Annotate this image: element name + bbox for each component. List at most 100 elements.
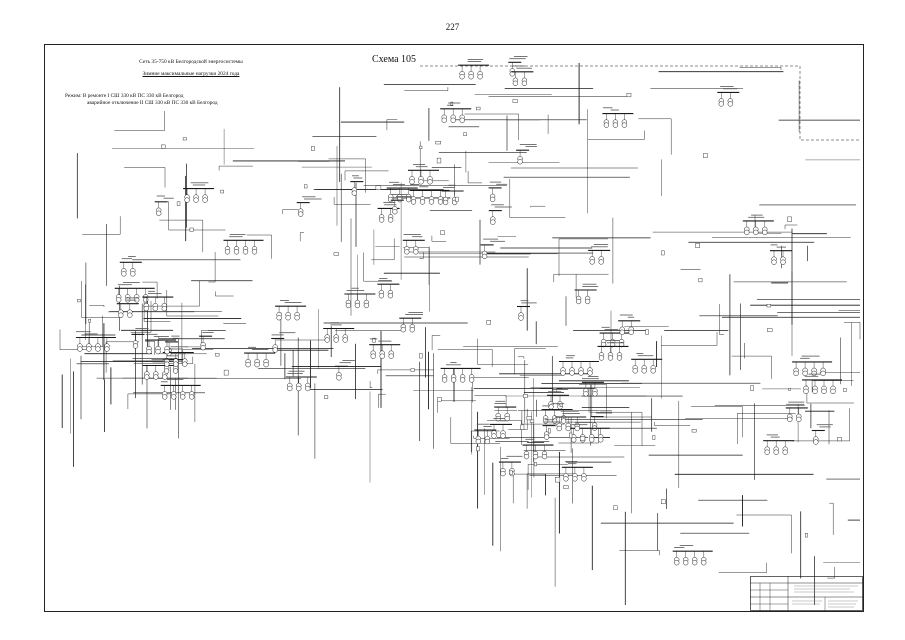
switch-box xyxy=(455,196,459,202)
connector xyxy=(508,408,528,430)
switch-box xyxy=(182,137,187,141)
transformer-winding xyxy=(641,368,647,374)
switch-box xyxy=(698,278,703,283)
switch-box xyxy=(691,429,697,433)
transformer-winding xyxy=(164,348,170,355)
connector xyxy=(114,111,165,131)
switch-box xyxy=(767,328,773,332)
annotation-mark xyxy=(369,338,378,340)
transformer-winding xyxy=(489,196,496,203)
switch-box xyxy=(523,394,528,398)
annotation-mark xyxy=(801,355,820,357)
transformer-winding xyxy=(450,117,456,123)
annotation-mark xyxy=(135,328,149,329)
connector xyxy=(246,234,272,259)
switch-box xyxy=(450,101,454,106)
connector xyxy=(218,165,253,171)
transformer-winding xyxy=(811,370,817,377)
transformer-winding xyxy=(245,361,251,368)
annotation-mark xyxy=(566,355,575,357)
mode-line-1: Режим: В ремонте I СШ 330 кВ ПС 330 кВ Б… xyxy=(65,93,184,99)
transformer-winding xyxy=(132,343,139,349)
transformer-winding xyxy=(336,375,342,381)
transformer-winding xyxy=(363,302,370,309)
transformer-winding xyxy=(144,374,150,380)
transformer-winding xyxy=(771,259,777,265)
annotation-mark xyxy=(509,58,526,60)
transformer-winding xyxy=(254,361,260,368)
annotation-mark xyxy=(595,412,613,414)
connector xyxy=(558,238,608,276)
connector xyxy=(378,393,386,408)
transformer-winding xyxy=(674,560,680,566)
annotation-mark xyxy=(591,246,608,248)
annotation-mark xyxy=(202,332,214,333)
transformer-winding xyxy=(548,404,554,410)
switch-box xyxy=(77,299,81,303)
annotation-mark xyxy=(304,198,322,200)
annotation-mark xyxy=(351,287,359,289)
diagram-period: Зимние максимальные нагрузки 2024 года xyxy=(142,71,240,78)
switch-box xyxy=(695,243,700,248)
transformer-winding xyxy=(701,560,707,566)
transformer-winding xyxy=(575,298,582,305)
transformer-winding xyxy=(156,210,162,216)
annotation-mark xyxy=(128,256,136,257)
annotation-mark xyxy=(450,362,457,363)
transformer-winding xyxy=(118,312,124,318)
connector xyxy=(588,130,645,140)
transformer-winding xyxy=(592,391,598,397)
transformer-winding xyxy=(459,117,465,123)
annotation-mark xyxy=(467,59,484,60)
transformer-winding xyxy=(392,209,398,215)
transformer-winding xyxy=(378,217,385,223)
annotation-mark xyxy=(521,302,537,304)
annotation-mark xyxy=(560,410,579,412)
switch-box xyxy=(176,201,181,206)
transformer-winding xyxy=(477,74,483,80)
transformer-winding xyxy=(163,368,170,374)
annotation-mark xyxy=(392,184,405,185)
transformer-winding xyxy=(802,370,808,377)
transformer-winding xyxy=(285,315,291,321)
transformer-winding xyxy=(773,449,779,455)
transformer-winding xyxy=(504,415,510,422)
annotation-mark xyxy=(121,258,132,260)
drawing-sheet-frame xyxy=(44,44,864,612)
switch-box xyxy=(580,436,586,441)
transformer-winding xyxy=(475,438,481,445)
title-stamp xyxy=(750,576,863,611)
connector xyxy=(299,232,305,242)
transformer-winding xyxy=(764,449,770,455)
annotation-mark xyxy=(800,357,810,359)
transformer-winding xyxy=(442,199,449,206)
annotation-mark xyxy=(170,353,187,355)
annotation-mark xyxy=(496,183,508,185)
annotation-mark xyxy=(330,322,339,324)
transformer-winding xyxy=(584,298,591,305)
transformer-winding xyxy=(609,341,616,348)
transformer-winding xyxy=(86,346,92,352)
annotation-mark xyxy=(520,300,529,302)
connector xyxy=(431,235,447,242)
annotation-mark xyxy=(342,360,355,361)
annotation-mark xyxy=(339,362,352,364)
annotation-mark xyxy=(494,403,507,404)
transformer-winding xyxy=(172,368,179,374)
annotation-mark xyxy=(610,109,619,111)
annotation-mark xyxy=(395,196,412,197)
annotation-mark xyxy=(600,410,612,412)
transformer-winding xyxy=(603,122,610,128)
transformer-winding xyxy=(164,361,170,367)
annotation-mark xyxy=(446,364,461,366)
connector xyxy=(731,355,772,379)
connector xyxy=(369,381,373,388)
switch-box xyxy=(766,304,771,308)
transformer-winding xyxy=(162,374,168,380)
switch-box xyxy=(435,140,441,145)
annotation-mark xyxy=(506,455,523,457)
annotation-mark xyxy=(808,373,821,375)
annotation-mark xyxy=(84,333,98,335)
mode-line-2: аварийное отключение II СШ 330 кВ ПС 330… xyxy=(87,99,218,106)
transformer-winding xyxy=(276,315,282,321)
